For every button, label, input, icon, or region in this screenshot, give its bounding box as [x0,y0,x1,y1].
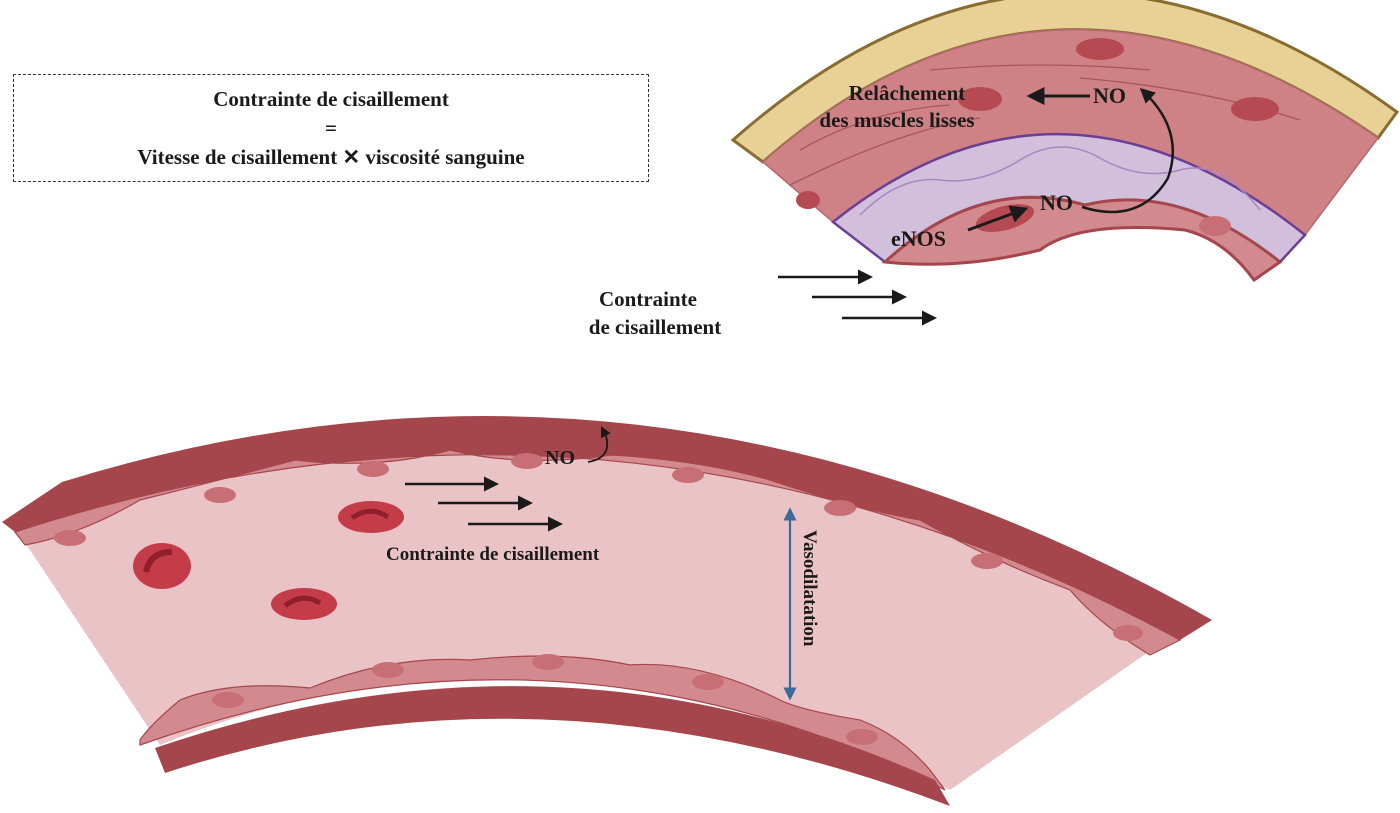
no-label-inner: NO [1040,190,1073,215]
endothelial-nucleus [846,729,878,745]
blood-vessel-longitudinal [2,416,1212,806]
endothelial-nucleus [372,662,404,678]
shear-stress-arrows-middle [778,269,937,326]
lamina-fibres [859,146,1261,216]
vasodilatation-label: Vasodilatation [799,530,820,647]
endothelial-nucleus [824,500,856,516]
endothelial-nucleus [511,453,543,469]
formula-box: Contrainte de cisaillement = Vitesse de … [13,74,649,182]
muscle-cell-outlines [789,64,1301,186]
red-blood-cell [133,543,191,589]
endothelial-nucleus [692,674,724,690]
enos-to-no-arrow [967,205,1029,232]
enos-label: eNOS [891,226,946,251]
red-blood-cell [338,501,404,533]
muscle-nucleus [1076,38,1124,60]
lower-endothelium [139,655,946,791]
endothelial-nucleus [204,487,236,503]
shear-label-vessel: Contrainte de cisaillement [386,544,600,565]
upper-vessel-wall [2,416,1212,640]
no-label-vessel: NO [545,447,575,469]
muscle-nucleus [1231,97,1279,121]
endothelial-nucleus [672,467,704,483]
endothelial-nucleus [212,692,244,708]
endothelial-nucleus [1199,216,1231,236]
endothelial-nucleus [971,553,1003,569]
formula-line-1: Contrainte de cisaillement [213,86,449,111]
relaxation-label-2: des muscles lisses [819,108,974,132]
formula-line-3: Vitesse de cisaillement ✕ viscosité sang… [137,144,525,169]
endothelial-nucleus [1113,625,1143,641]
endothelial-nucleus [357,461,389,477]
red-blood-cell [271,588,337,620]
no-release-arrow-vessel [587,426,611,463]
formula-equals: = [325,115,337,140]
shear-stress-arrows-vessel [405,476,563,532]
endothelial-nucleus [532,654,564,670]
shear-label-middle-2: de cisaillement [589,315,721,339]
no-label-top: NO [1093,83,1126,108]
artery-wall-section [730,0,1400,283]
relaxation-label-1: Relâchement [849,81,966,105]
lower-vessel-wall [155,686,950,806]
vessel-lumen [10,432,1180,790]
shear-label-middle-1: Contrainte [599,287,697,311]
muscle-nucleus [958,87,1002,111]
endothelial-nucleus [54,530,86,546]
no-release-arrow [1081,87,1175,214]
muscle-nucleus [796,191,820,209]
